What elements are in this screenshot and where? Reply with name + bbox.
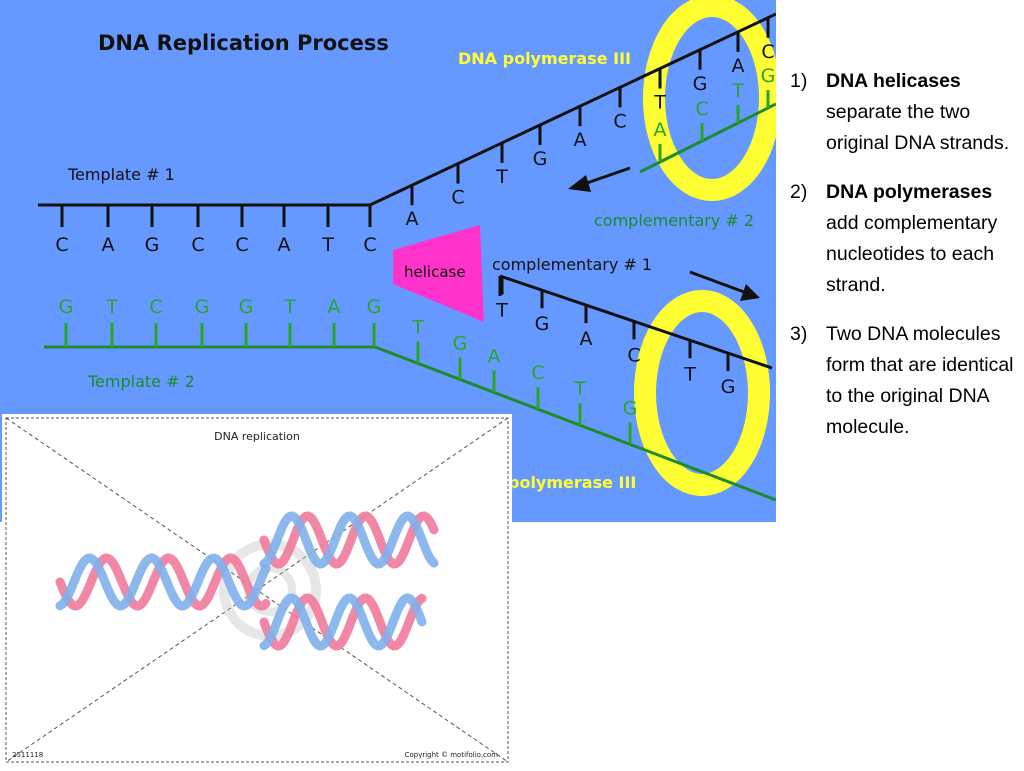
inset-copyright: Copyright © motifolio.com	[405, 751, 499, 759]
complementary-1-label: complementary # 1	[492, 255, 652, 274]
template-2-label: Template # 2	[87, 372, 195, 391]
step-bold-text: DNA helicases	[826, 70, 961, 92]
lower-complement-bases: T G A C T G	[495, 276, 736, 398]
parent-helix	[55, 553, 271, 611]
base-letter: C	[149, 296, 162, 318]
base-letter: A	[732, 55, 745, 77]
base-letter: A	[406, 208, 419, 230]
base-letter: T	[283, 296, 296, 318]
helicase-shape	[393, 225, 484, 322]
base-letter: C	[451, 187, 464, 209]
base-letter: A	[654, 119, 667, 141]
polymerase-ring-bottom	[634, 290, 770, 496]
base-letter: T	[731, 80, 744, 102]
step-bold-text: DNA polymerases	[826, 181, 993, 203]
polymerase-top-label: DNA polymerase III	[458, 49, 631, 68]
base-letter: G	[533, 148, 548, 170]
step-item: 3) Two DNA molecules form that are ident…	[790, 319, 1022, 443]
complementary-2-strand	[639, 102, 776, 174]
steps-list: 1) DNA helicases separate the two origin…	[790, 66, 1022, 461]
base-letter: C	[695, 98, 708, 120]
step-text: separate the two original DNA strands.	[826, 101, 1010, 154]
helicase-label: helicase	[404, 263, 466, 281]
inset-id: 2511118	[12, 751, 43, 759]
daughter-helix-bottom	[259, 593, 427, 651]
base-letter: T	[411, 316, 424, 338]
base-letter: G	[367, 296, 382, 318]
base-letter: A	[488, 345, 501, 367]
base-letter: C	[531, 362, 544, 384]
base-letter: C	[363, 234, 376, 256]
daughter-helix-top	[259, 511, 439, 569]
base-letter: C	[613, 110, 626, 132]
base-letter: G	[761, 65, 776, 87]
base-letter: G	[721, 376, 736, 398]
base-letter: G	[623, 397, 638, 419]
base-letter: C	[235, 234, 248, 256]
inset-svg: DNA replication 2511118 Copyright © moti…	[2, 414, 512, 766]
step-item: 2) DNA polymerases add complementary nuc…	[790, 177, 1022, 301]
complementary-1-strand	[499, 274, 773, 370]
base-letter: T	[321, 234, 334, 256]
base-letter: T	[495, 166, 508, 188]
step-text: add complementary nucleotides to each st…	[826, 212, 998, 296]
step-number: 2)	[790, 181, 808, 203]
base-letter: C	[761, 41, 774, 63]
base-letter: A	[102, 234, 115, 256]
polymerase-ring-top	[643, 0, 776, 201]
base-letter: C	[191, 234, 204, 256]
base-letter: G	[239, 296, 254, 318]
base-letter: G	[195, 296, 210, 318]
base-letter: A	[328, 296, 341, 318]
base-letter: C	[55, 234, 68, 256]
step-item: 1) DNA helicases separate the two origin…	[790, 66, 1022, 159]
template-1-label: Template # 1	[67, 165, 175, 184]
base-letter: C	[627, 344, 640, 366]
base-letter: G	[453, 332, 468, 354]
complementary-2-label: complementary # 2	[594, 211, 754, 230]
base-letter: A	[278, 234, 291, 256]
arrow-lower	[689, 270, 760, 301]
polymerase-bottom-label: polymerase III	[508, 473, 636, 492]
diagram-title: DNA Replication Process	[98, 31, 389, 55]
base-letter: T	[495, 300, 508, 322]
arrow-upper	[568, 166, 631, 192]
base-letter: G	[535, 313, 550, 335]
step-text: Two DNA molecules form that are identica…	[826, 323, 1014, 438]
inset-title: DNA replication	[214, 430, 300, 443]
base-letter: G	[693, 73, 708, 95]
base-letter: T	[683, 363, 696, 385]
base-letter: A	[574, 129, 587, 151]
base-letter: T	[105, 296, 118, 318]
dna-replication-inset: DNA replication 2511118 Copyright © moti…	[2, 414, 512, 766]
base-letter: G	[59, 296, 74, 318]
step-number: 1)	[790, 70, 808, 92]
base-letter: A	[580, 328, 593, 350]
inset-frame	[5, 417, 509, 763]
base-letter: G	[145, 234, 160, 256]
step-number: 3)	[790, 323, 808, 345]
dna-helices	[55, 511, 439, 651]
base-letter: T	[653, 92, 666, 114]
base-letter: T	[573, 378, 586, 400]
